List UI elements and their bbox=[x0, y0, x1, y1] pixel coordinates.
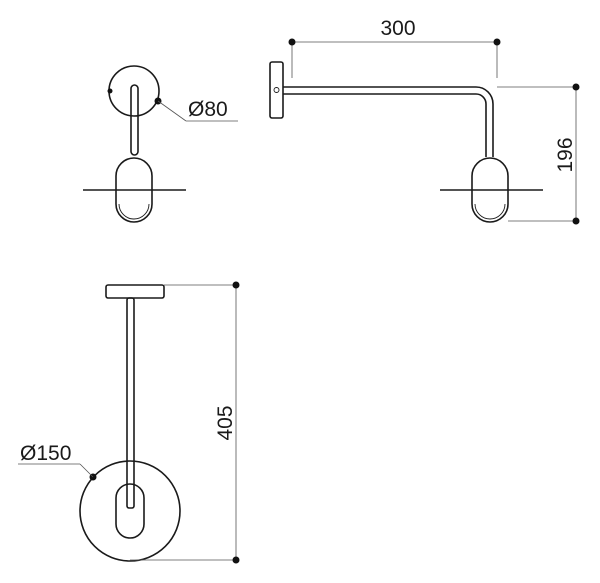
front-stem bbox=[130, 84, 139, 156]
arm-height-dot-top bbox=[572, 83, 580, 91]
side-screw bbox=[273, 87, 280, 93]
side-shade-lower bbox=[471, 190, 509, 223]
overall-height-label: 405 bbox=[214, 405, 237, 440]
side-arm-inner bbox=[283, 93, 487, 157]
pendant-view: Ø150 405 bbox=[18, 281, 240, 564]
overall-height-dot-bottom bbox=[232, 556, 240, 564]
side-wall-plate bbox=[269, 61, 284, 119]
front-canopy-dot-left bbox=[107, 88, 113, 94]
arm-length-dot-left bbox=[288, 38, 296, 46]
pendant-canopy bbox=[105, 284, 165, 299]
arm-height-dot-bottom bbox=[572, 217, 580, 225]
side-shade-inner bbox=[474, 203, 506, 220]
front-canopy bbox=[108, 65, 160, 117]
side-shade-upper bbox=[471, 157, 509, 190]
arm-length-label: 300 bbox=[380, 17, 415, 40]
side-arm bbox=[283, 86, 494, 157]
front-view: Ø80 bbox=[83, 65, 238, 223]
front-shade-inner bbox=[118, 203, 150, 220]
canopy-diameter-label: Ø80 bbox=[188, 98, 228, 121]
diameter-leader bbox=[157, 100, 187, 122]
pendant-stem bbox=[126, 297, 135, 509]
front-shade-lower bbox=[115, 190, 153, 223]
pendant-disc bbox=[79, 460, 181, 562]
front-shade-upper bbox=[115, 157, 153, 190]
pendant-shade-outline bbox=[115, 483, 145, 539]
disc-diameter-label: Ø150 bbox=[20, 442, 71, 465]
overall-height-dot-top bbox=[232, 281, 240, 289]
arm-length-dot-right bbox=[493, 38, 501, 46]
side-view: 300 196 bbox=[269, 17, 580, 225]
arm-height-label: 196 bbox=[554, 137, 577, 172]
disc-diameter-leader bbox=[79, 463, 94, 478]
